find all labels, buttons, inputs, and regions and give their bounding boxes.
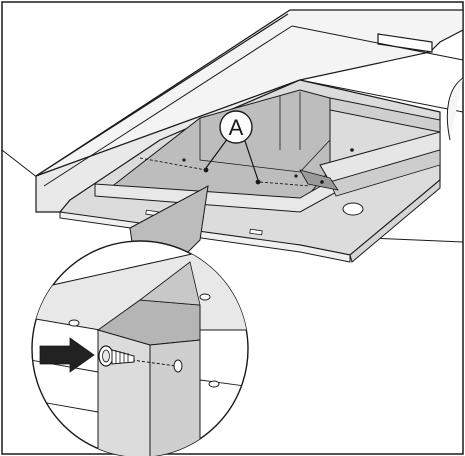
mounting-dashed-line	[139, 157, 207, 171]
cooker-hood	[35, 9, 464, 263]
rail-diagonal-lower	[329, 149, 441, 197]
light-knob	[342, 202, 364, 216]
detail-hole	[208, 380, 220, 388]
hood-front-edge-inner	[43, 25, 293, 187]
callout-leader	[243, 137, 259, 181]
front-bottom-strip	[59, 211, 351, 263]
screw-thread	[115, 350, 129, 364]
detail-hole	[68, 319, 80, 327]
screw-insertion-line	[131, 359, 177, 367]
right-side-edge	[291, 25, 464, 61]
wall-edge-line-right	[369, 237, 464, 243]
hood-top-surface	[35, 9, 464, 177]
screw-hole	[350, 148, 354, 152]
bracket	[299, 169, 339, 191]
detail-hole	[199, 293, 211, 301]
screw-hole-marked	[255, 179, 261, 185]
right-bottom-strip	[349, 178, 441, 263]
right-curved-end	[446, 77, 464, 141]
screw	[98, 345, 135, 367]
insert-direction-arrow	[39, 337, 95, 373]
screw-hole	[294, 174, 298, 178]
strip-slot	[249, 228, 263, 236]
side-slot	[377, 33, 433, 53]
screw-shank	[111, 349, 135, 365]
callout-circle	[219, 110, 253, 144]
callout-leader	[205, 137, 229, 169]
screw-hole-marked	[203, 167, 209, 173]
screw-hole	[320, 180, 324, 184]
screw-head-inner	[102, 349, 110, 363]
hood-front-edge	[35, 13, 289, 177]
chamber-fold	[199, 118, 331, 173]
detail-magnifier	[31, 240, 249, 456]
right-side-edge-low	[299, 79, 464, 113]
callout-a: A	[205, 110, 259, 181]
mounting-hole	[173, 359, 183, 373]
wall-edge-line	[1, 149, 39, 179]
detail-panel-line	[199, 379, 248, 389]
screw-hole	[182, 158, 186, 162]
detail-front-plate	[149, 339, 201, 456]
detail-bracket-top	[138, 261, 201, 306]
callout-label: A	[229, 115, 244, 140]
mounting-dashed-line	[259, 181, 311, 187]
